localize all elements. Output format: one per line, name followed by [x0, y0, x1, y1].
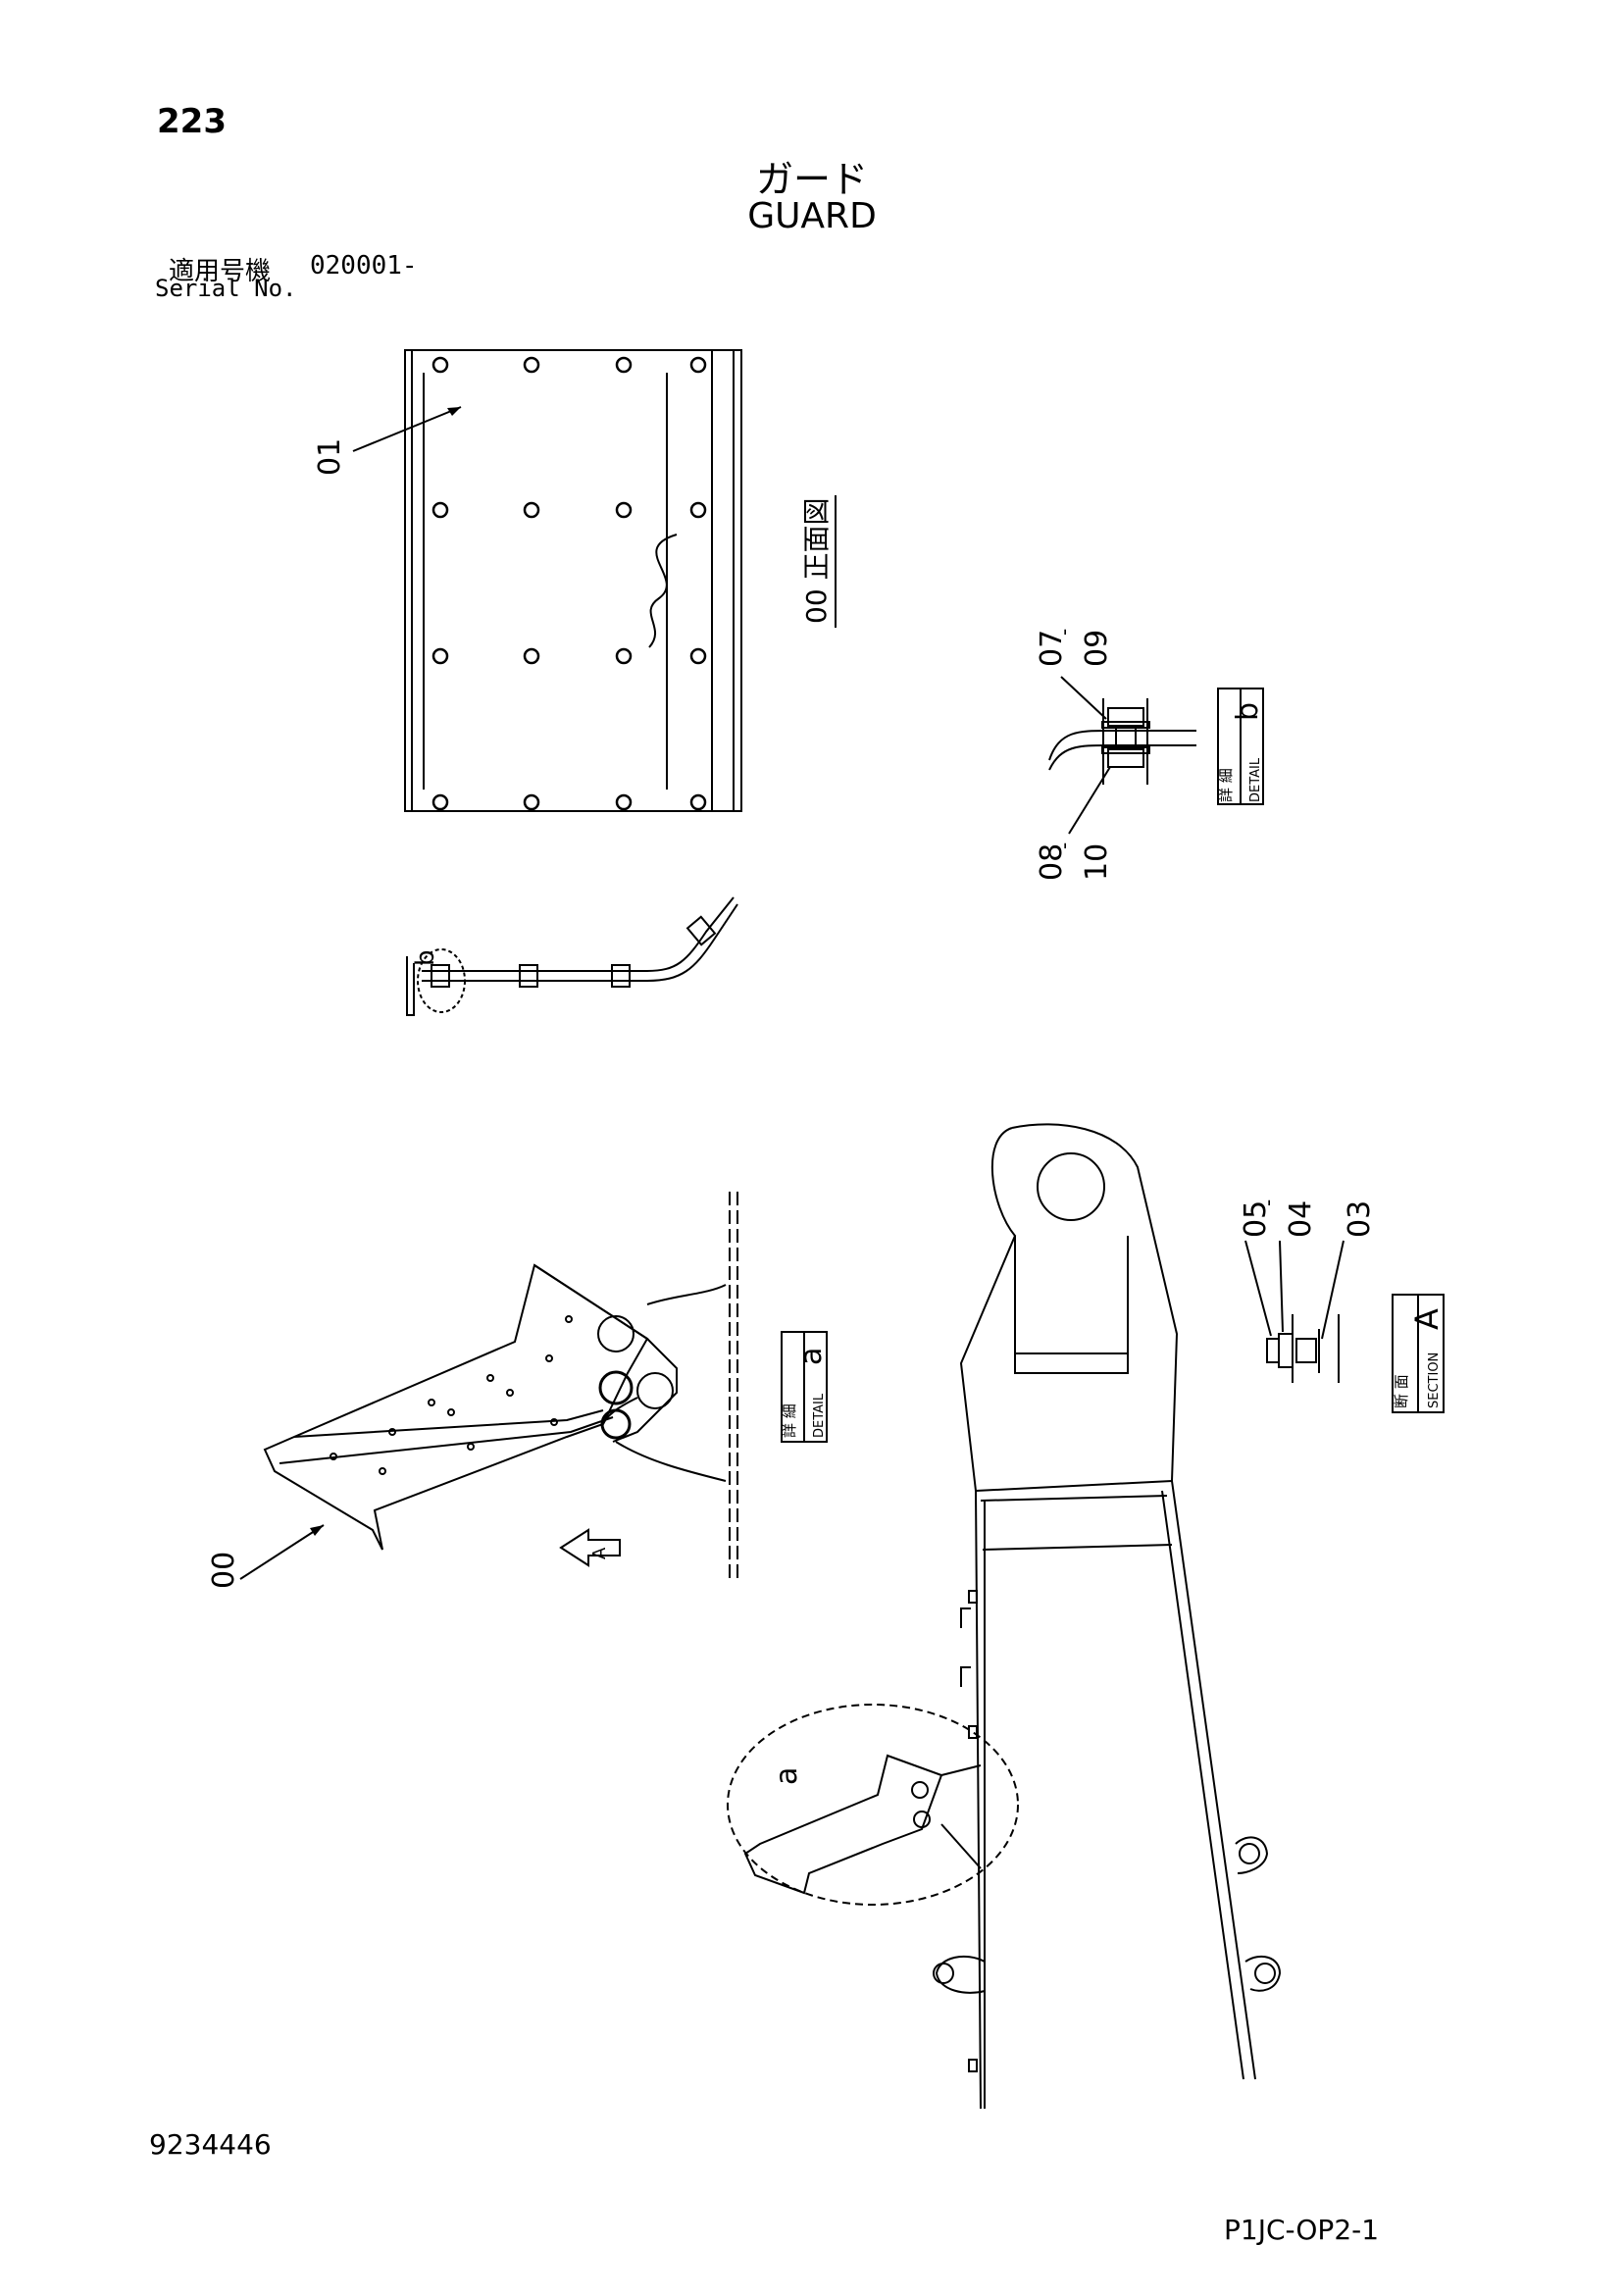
serial-label-japanese: 適用号機 — [169, 257, 272, 286]
detail-a-box-labels: 詳 細 DETAIL a — [781, 1348, 829, 1438]
detail-a-letter: a — [794, 1348, 829, 1365]
callout-09: 09 — [1080, 630, 1114, 667]
callout-07: 07 — [1035, 630, 1069, 667]
section-a-box-labels: 断 面 SECTION A — [1393, 1308, 1446, 1408]
section-a-drawing — [1244, 1240, 1345, 1383]
detail-a-kanji: 詳 細 — [781, 1403, 798, 1438]
callout-10: 10 — [1080, 843, 1114, 881]
leader-00 — [239, 1524, 325, 1580]
title-japanese: ガード — [755, 158, 868, 201]
detail-a-drawing — [263, 1263, 727, 1551]
side-profile — [406, 896, 738, 1016]
serial-label-english: Serial No. — [155, 275, 297, 302]
callout-sep-0504: - — [1256, 1199, 1280, 1206]
page-number: 223 — [157, 102, 227, 141]
detail-a-caption: DETAIL — [812, 1393, 827, 1438]
detail-b-kanji: 詳 細 — [1217, 768, 1235, 802]
callout-a-circle: a — [770, 1767, 804, 1785]
detail-b-letter: b — [1231, 702, 1265, 721]
callout-08: 08 — [1035, 843, 1069, 881]
section-a-caption: SECTION — [1427, 1352, 1442, 1408]
serial-value: 020001- — [310, 251, 418, 281]
front-view-plate — [404, 349, 742, 812]
view-arrow-letter: A — [589, 1547, 610, 1559]
callout-03: 03 — [1343, 1200, 1377, 1238]
boom-drawing — [933, 1123, 1282, 2110]
detail-a-small — [727, 1704, 1019, 1906]
callout-sep-0709: - — [1052, 629, 1076, 636]
callout-01: 01 — [313, 438, 347, 476]
callout-b-circle: b — [411, 949, 440, 966]
detail-b-box-labels: 詳 細 DETAIL b — [1217, 702, 1265, 802]
title-english: GUARD — [747, 196, 877, 236]
front-view-label: 00 正面図 — [800, 497, 833, 624]
detail-b-caption: DETAIL — [1248, 757, 1263, 802]
callout-04: 04 — [1284, 1200, 1318, 1238]
front-view-bolts — [431, 356, 707, 811]
callout-05: 05 — [1239, 1200, 1273, 1238]
view-arrow-a — [559, 1528, 621, 1567]
detail-b-drawing — [1048, 676, 1196, 835]
document-number: 9234446 — [149, 2128, 272, 2161]
sheet-code: P1JC-OP2-1 — [1224, 2214, 1380, 2246]
callout-00: 00 — [207, 1552, 241, 1589]
callout-sep-0810: - — [1052, 842, 1076, 849]
section-a-letter: A — [1408, 1308, 1446, 1330]
section-a-kanji: 断 面 — [1393, 1374, 1410, 1408]
leader-01 — [352, 406, 462, 452]
callout-labels: 01 00 07 - 09 08 - 10 05 - 04 03 b a A 0… — [207, 438, 1377, 1785]
